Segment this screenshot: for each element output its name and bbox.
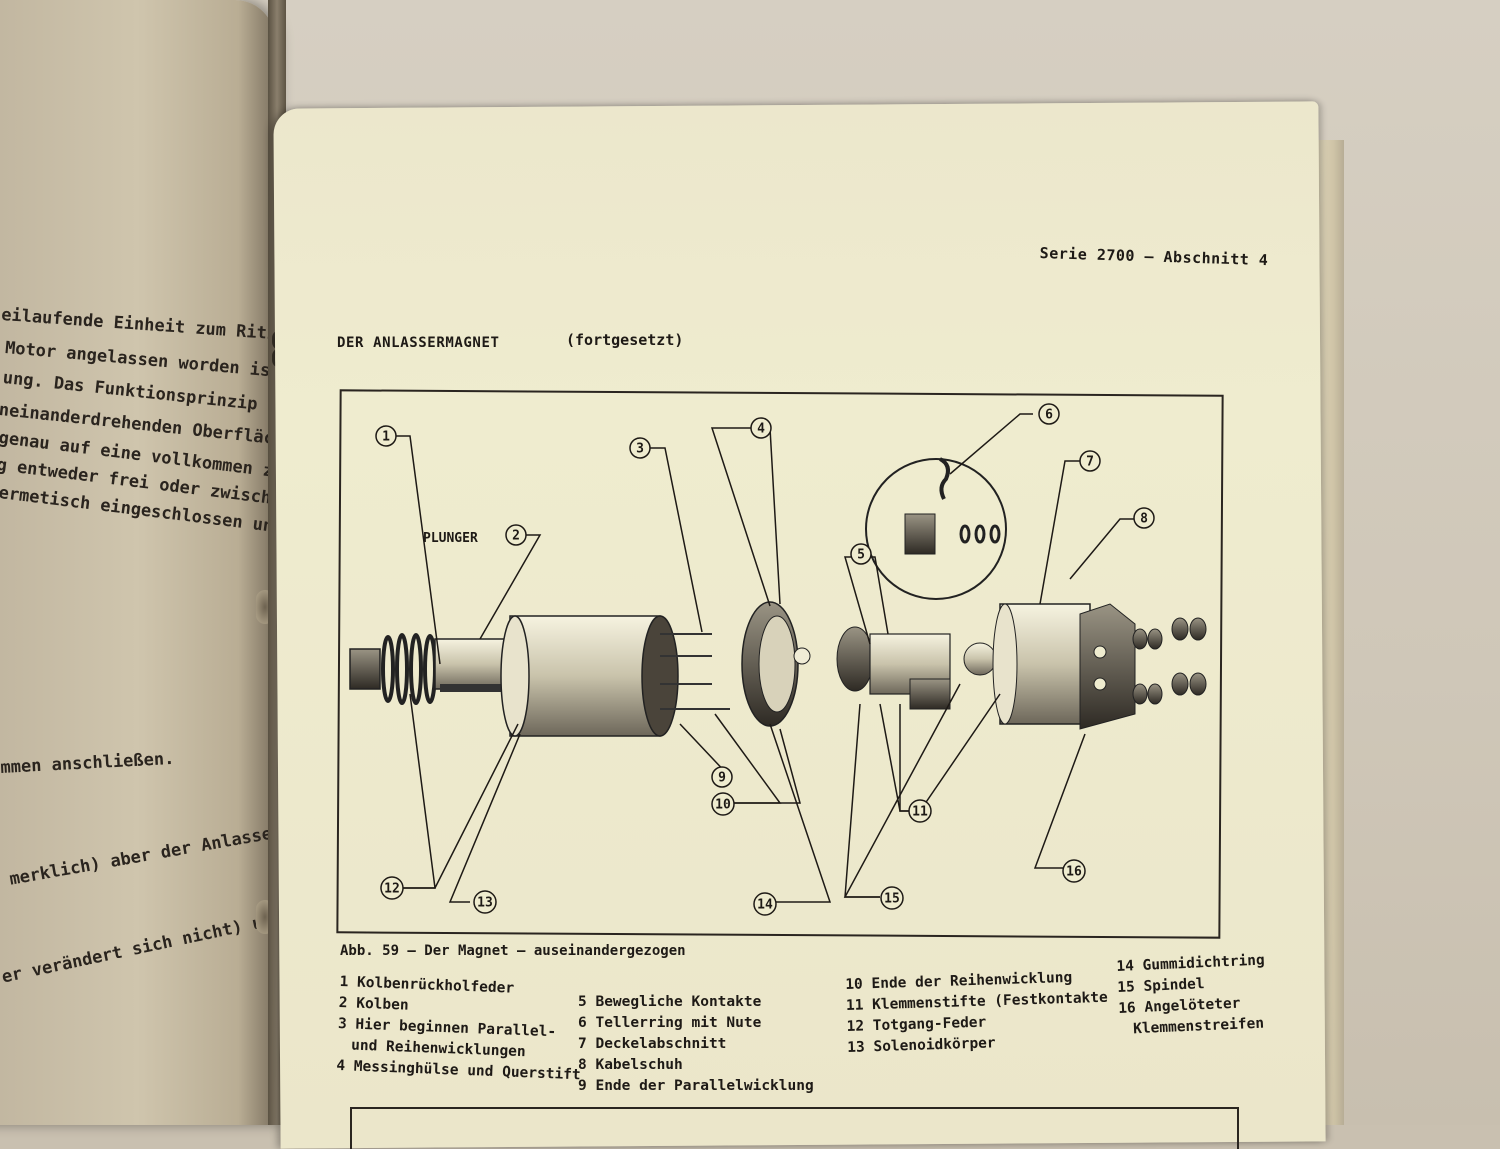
callout-8: 8 [1133, 507, 1155, 529]
callout-11: 11 [908, 799, 932, 823]
cover-ring [741, 601, 811, 727]
plunger-label: PLUNGER [423, 531, 478, 546]
svg-text:12: 12 [384, 882, 400, 897]
legend-item: 9 Ende der Parallelwicklung [578, 1078, 814, 1094]
callout-7: 7 [1079, 450, 1101, 472]
terminal-nuts [1132, 617, 1207, 705]
detail-inset [865, 457, 1007, 600]
callout-15: 15 [880, 886, 904, 910]
legend-item: 8 Kabelschuh [578, 1057, 683, 1073]
section-title: DER ANLASSERMAGNET [337, 335, 500, 351]
svg-text:8: 8 [1140, 512, 1148, 527]
next-figure-frame [350, 1107, 1239, 1149]
solenoid-body [500, 615, 730, 737]
callout-10: 10 [711, 792, 735, 816]
callout-16: 16 [1062, 859, 1086, 883]
legend-item: 7 Deckelabschnitt [578, 1036, 727, 1052]
callout-12: 12 [380, 876, 404, 900]
svg-text:15: 15 [884, 892, 900, 907]
svg-text:11: 11 [912, 805, 928, 820]
callout-14: 14 [753, 892, 777, 916]
legend-column-1: 1 Kolbenrückholfeder 2 Kolben 3 Hier beg… [336, 972, 584, 1086]
left-page: eilaufende Einheit zum Ritzel und Schw M… [0, 0, 275, 1125]
svg-text:7: 7 [1086, 455, 1094, 470]
legend-column-4: 14 Gummidichtring 15 Spindel 16 Angelöte… [1116, 951, 1268, 1041]
svg-text:3: 3 [636, 442, 644, 457]
svg-text:16: 16 [1066, 865, 1082, 880]
svg-text:13: 13 [477, 896, 493, 911]
callout-9: 9 [711, 766, 733, 788]
cap-section [992, 603, 1136, 730]
callout-6: 6 [1038, 403, 1060, 425]
leader-lines [382, 413, 1135, 903]
callout-3: 3 [629, 437, 651, 459]
svg-text:9: 9 [718, 771, 726, 786]
legend-column-2: 5 Bewegliche Kontakte 6 Tellerring mit N… [578, 992, 814, 1097]
legend-item: 5 Bewegliche Kontakte [578, 994, 762, 1010]
svg-text:1: 1 [382, 430, 390, 445]
left-text-line: mmen anschließen. [0, 748, 175, 778]
callout-13: 13 [473, 890, 497, 914]
left-text-line: merklich) aber der Anlasser kurbelt an [8, 802, 275, 890]
left-text-line: er verändert sich nicht) und der Anlass [0, 885, 275, 988]
legend-item: 6 Tellerring mit Nute [578, 1015, 762, 1031]
callout-5: 5 [850, 543, 872, 565]
section-subtitle: (fortgesetzt) [566, 331, 684, 349]
svg-text:4: 4 [757, 422, 765, 437]
callout-1: 1 [375, 425, 397, 447]
svg-text:14: 14 [757, 898, 773, 913]
callout-2: 2 [505, 524, 527, 546]
svg-text:10: 10 [715, 798, 731, 813]
solenoid-exploded-diagram: 1 2 3 4 5 6 7 8 9 10 11 12 13 14 15 16 P… [349, 403, 1207, 916]
callout-4: 4 [750, 417, 772, 439]
callouts: 1 2 3 4 5 6 7 8 9 10 11 12 13 14 15 16 [375, 403, 1155, 916]
legend-column-3: 10 Ende der Reihenwicklung 11 Klemmensti… [845, 967, 1109, 1059]
moving-contacts [836, 626, 997, 710]
svg-text:5: 5 [857, 548, 865, 563]
figure-caption: Abb. 59 – Der Magnet – auseinandergezoge… [340, 943, 686, 959]
svg-text:6: 6 [1045, 408, 1053, 423]
svg-text:2: 2 [512, 529, 520, 544]
